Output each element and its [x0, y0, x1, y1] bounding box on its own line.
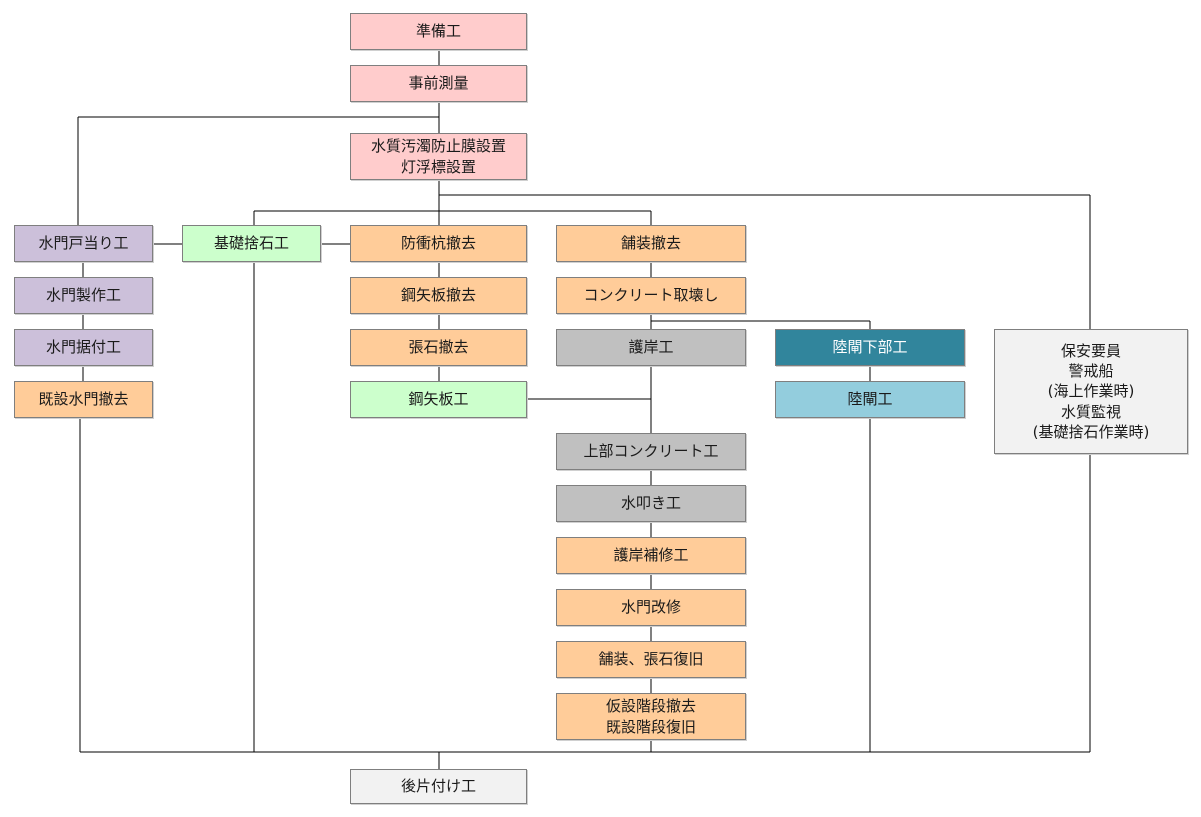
node-silt-fence: 水質汚濁防止膜設置灯浮標設置	[350, 133, 527, 180]
node-cleanup: 後片付け工	[350, 769, 527, 804]
node-label-line: 護岸工	[628, 338, 674, 357]
node-landlock: 陸閘工	[775, 381, 965, 418]
node-gate-install: 水門据付工	[14, 329, 153, 366]
node-apron: 水叩き工	[556, 485, 746, 522]
node-label-line: 水質汚濁防止膜設置	[370, 137, 506, 156]
node-rubble: 基礎捨石工	[182, 225, 321, 262]
node-label-line: 舗装撤去	[620, 234, 681, 253]
node-label-line: 準備工	[415, 22, 461, 41]
node-label-line: 水門改修	[620, 598, 681, 617]
node-label-line: 張石撤去	[408, 338, 469, 357]
node-label-line: 陸閘工	[847, 390, 893, 409]
node-gate-remove: 既設水門撤去	[14, 381, 153, 418]
node-label-line: 灯浮標設置	[400, 157, 476, 176]
node-label-line: 水門戸当り工	[38, 234, 129, 253]
node-safety: 保安要員警戒船(海上作業時)水質監視(基礎捨石作業時)	[994, 329, 1188, 454]
node-label-line: 水質監視	[1060, 402, 1121, 421]
node-label-line: 後片付け工	[400, 777, 476, 796]
node-label-line: 舗装、張石復旧	[598, 650, 704, 669]
node-prep: 準備工	[350, 13, 527, 50]
node-gate-repair: 水門改修	[556, 589, 746, 626]
node-revetment-repair: 護岸補修工	[556, 537, 746, 574]
node-label-line: 護岸補修工	[613, 546, 689, 565]
node-landlock-substructure: 陸閘下部工	[775, 329, 965, 366]
node-label-line: 既設水門撤去	[38, 390, 129, 409]
node-sheet-remove: 鋼矢板撤去	[350, 277, 527, 314]
node-label-line: 基礎捨石工	[213, 234, 289, 253]
node-label-line: 水門据付工	[45, 338, 121, 357]
node-label-line: 鋼矢板撤去	[400, 286, 476, 305]
node-pave-restore: 舗装、張石復旧	[556, 641, 746, 678]
node-label-line: コンクリート取壊し	[583, 286, 719, 305]
node-label-line: 防衝杭撤去	[400, 234, 476, 253]
node-stairs: 仮設階段撤去既設階段復旧	[556, 693, 746, 740]
node-revetment: 護岸工	[556, 329, 746, 366]
node-gate-stop: 水門戸当り工	[14, 225, 153, 262]
node-label-line: (基礎捨石作業時)	[1032, 422, 1150, 441]
node-label-line: 水叩き工	[620, 494, 681, 513]
node-label-line: 警戒船	[1068, 362, 1114, 381]
node-sheet-work: 鋼矢板工	[350, 381, 527, 418]
node-label-line: 上部コンクリート工	[583, 442, 719, 461]
node-label-line: 陸閘下部工	[832, 338, 908, 357]
node-label-line: 保安要員	[1060, 341, 1121, 360]
node-gate-make: 水門製作工	[14, 277, 153, 314]
node-label-line: 水門製作工	[45, 286, 121, 305]
node-label-line: 鋼矢板工	[408, 390, 469, 409]
node-label-line: 既設階段復旧	[605, 717, 696, 736]
node-concrete-break: コンクリート取壊し	[556, 277, 746, 314]
node-stone-remove: 張石撤去	[350, 329, 527, 366]
node-label-line: (海上作業時)	[1047, 382, 1135, 401]
node-fender-remove: 防衝杭撤去	[350, 225, 527, 262]
node-upper-concrete: 上部コンクリート工	[556, 433, 746, 470]
node-label-line: 事前測量	[408, 74, 469, 93]
node-survey: 事前測量	[350, 65, 527, 102]
node-pave-remove: 舗装撤去	[556, 225, 746, 262]
node-label-line: 仮設階段撤去	[605, 697, 696, 716]
